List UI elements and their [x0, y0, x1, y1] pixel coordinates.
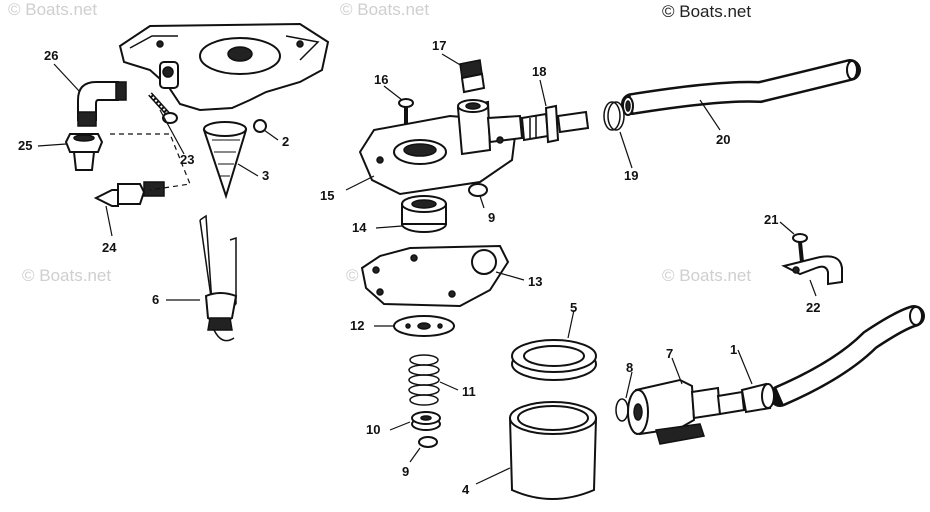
- part-13-gasket: [360, 244, 510, 308]
- callout-16: 16: [374, 72, 388, 87]
- filter-housing: [118, 22, 330, 112]
- part-12-diaphragm: [393, 315, 455, 337]
- callout-2: 2: [282, 134, 289, 149]
- callout-24: 24: [102, 240, 117, 255]
- callout-5: 5: [570, 300, 577, 315]
- part-18-barb-fitting: [520, 104, 590, 144]
- callout-13: 13: [528, 274, 542, 289]
- callout-26: 26: [44, 48, 58, 63]
- watermark: © Boats.net: [340, 0, 430, 19]
- callout-7: 7: [666, 346, 673, 361]
- part-24-barb-fitting: [93, 181, 165, 207]
- callout-15: 15: [320, 188, 334, 203]
- callout-1: 1: [730, 342, 737, 357]
- callout-23: 23: [180, 152, 194, 167]
- callout-9-upper: 9: [488, 210, 495, 225]
- part-1-fitting: [740, 382, 775, 414]
- callout-4: 4: [462, 482, 470, 497]
- part-23-screw: [148, 92, 178, 124]
- callout-3: 3: [262, 168, 269, 183]
- callout-21: 21: [764, 212, 778, 227]
- part-7-valve-body: [627, 378, 746, 445]
- part-4-filter-bowl: [508, 401, 598, 500]
- part-5-seal-ring: [511, 339, 597, 381]
- callout-9-lower: 9: [402, 464, 409, 479]
- part-3-cone-filter: [202, 121, 248, 200]
- watermark: © Boats.net: [662, 266, 752, 285]
- part-14-cup-seal: [401, 195, 447, 233]
- watermark: © Boats.net: [22, 266, 112, 285]
- part-21-screw: [792, 233, 808, 263]
- part-15-pump-cover: [358, 99, 524, 196]
- callout-18: 18: [532, 64, 546, 79]
- part-26-elbow-fitting: [77, 81, 127, 127]
- callout-12: 12: [350, 318, 364, 333]
- part-10-retainer: [411, 411, 441, 431]
- callout-22: 22: [806, 300, 820, 315]
- callout-14: 14: [352, 220, 367, 235]
- callout-11: 11: [462, 384, 476, 399]
- callout-20: 20: [716, 132, 730, 147]
- callout-25: 25: [18, 138, 32, 153]
- part-9-plug-lower: [418, 436, 438, 448]
- part-11-spring: [408, 354, 440, 406]
- callout-17: 17: [432, 38, 446, 53]
- part-2-plug: [253, 119, 267, 133]
- watermark: © Boats.net: [8, 0, 98, 19]
- lower-hose: [769, 305, 925, 407]
- part-25-nut-fitting: [64, 133, 104, 171]
- callout-6: 6: [152, 292, 159, 307]
- callout-10: 10: [366, 422, 380, 437]
- assembly-bracket: [110, 133, 191, 191]
- part-17-cap: [459, 59, 486, 94]
- part-8-o-ring: [615, 398, 629, 422]
- part-19-hose-clamp: [603, 101, 625, 131]
- part-9-plug-upper: [468, 183, 488, 197]
- callouts: 1 2 3 4 5 6 7 8 9 9 10 11 12 13 14 15 16…: [18, 38, 820, 497]
- part-6-bail-clip: [199, 214, 238, 342]
- part-22-strap-clip: [781, 255, 843, 286]
- leader-lines: [37, 53, 817, 485]
- callout-8: 8: [626, 360, 633, 375]
- part-16-screw: [398, 98, 414, 124]
- brand-label: © Boats.net: [662, 2, 752, 21]
- part-20-hose: [621, 59, 861, 116]
- callout-19: 19: [624, 168, 638, 183]
